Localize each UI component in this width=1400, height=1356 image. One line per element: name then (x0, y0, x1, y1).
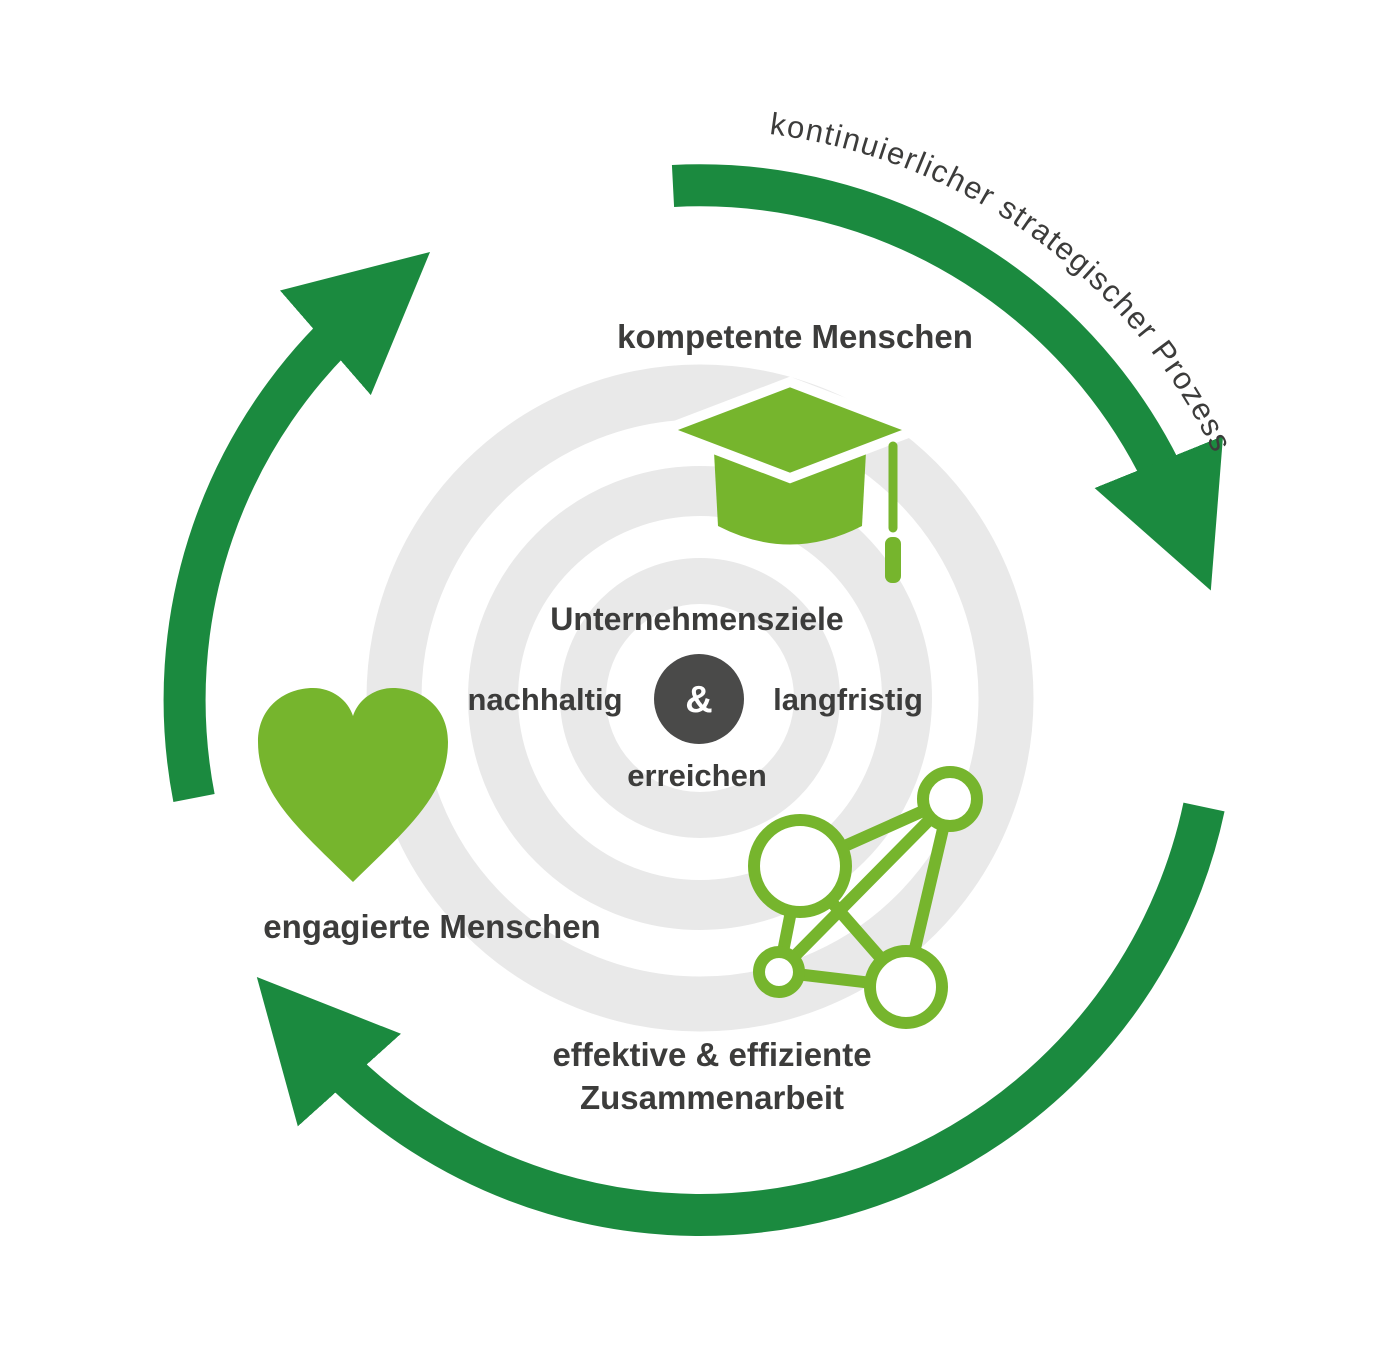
network-edges (773, 793, 956, 993)
network-node-top-right (917, 766, 983, 832)
graduation-cap-crown (714, 452, 866, 545)
label-engagierte-menschen: engagierte Menschen (263, 908, 600, 945)
network-nodes (748, 766, 983, 1029)
cycle-arrow-bottom (256, 802, 1225, 1236)
network-node-bottom-left (753, 946, 805, 998)
cycle-arrow-left (163, 251, 431, 802)
label-kompetente-menschen: kompetente Menschen (617, 318, 973, 355)
label-zusammenarbeit-line2: Zusammenarbeit (580, 1079, 844, 1116)
graduation-cap-icon (649, 376, 931, 583)
target-ring-inner (560, 558, 840, 838)
ampersand-badge (654, 654, 744, 744)
center-title: Unternehmensziele (550, 601, 843, 637)
target-ring-middle (468, 466, 932, 930)
graduation-cap-tassel-knob (885, 537, 901, 583)
label-zusammenarbeit-line1: effektive & effiziente (552, 1036, 871, 1073)
graduation-cap-board (649, 376, 931, 484)
center-word-bottom: erreichen (627, 758, 767, 793)
center-word-right: langfristig (773, 682, 923, 717)
network-node-large (748, 814, 852, 918)
ampersand-label: & (685, 679, 712, 721)
heart-icon (258, 688, 448, 882)
network-node-bottom-right (864, 945, 948, 1029)
cycle-arrows (163, 164, 1225, 1236)
network-icon (748, 766, 983, 1029)
cycle-arrow-top-right (671, 164, 1223, 591)
center-word-left: nachhaltig (467, 682, 622, 717)
